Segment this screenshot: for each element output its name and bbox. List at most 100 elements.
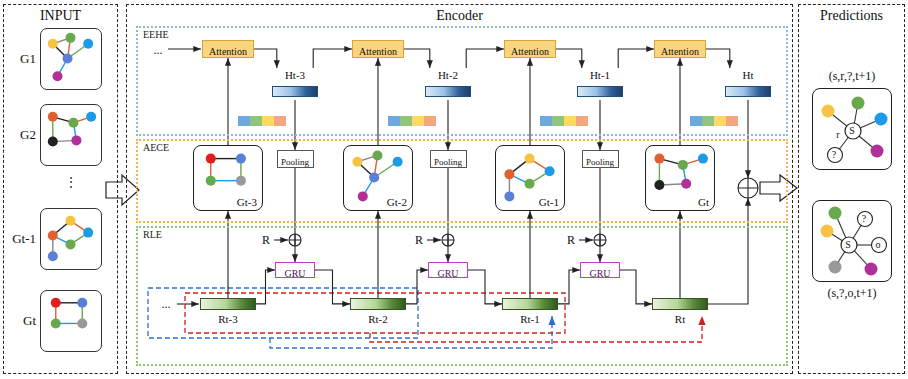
node-label: Rt-2 xyxy=(368,312,388,326)
flow-arrow xyxy=(404,49,430,68)
node-label: Pooling xyxy=(434,157,462,167)
relation-vector: Rt-1 xyxy=(502,298,558,326)
flow-arrow xyxy=(558,270,580,304)
flow-arrow xyxy=(377,211,378,298)
vector-bar xyxy=(425,86,471,97)
subject-symbol: S xyxy=(849,124,855,137)
eehe-band: EEHE AttentionHt-3 AttentionHt-2 AttentionH… xyxy=(136,26,788,136)
graph-illustration xyxy=(41,105,100,164)
input-symbol: R xyxy=(415,234,423,247)
node-label: GRU xyxy=(589,268,610,279)
aece-band: AECE Gt-3 Pooling Gt-2 PoolingGt-1 PoolingGt xyxy=(136,139,788,223)
node-label: G1 xyxy=(20,51,36,67)
node-label: Gt-1 xyxy=(539,196,559,208)
node-label: GRU xyxy=(437,268,458,279)
node-label: Encoder xyxy=(127,8,792,24)
relation-symbol: r xyxy=(836,128,839,141)
flow-arrow xyxy=(294,100,295,150)
node-label: RLE xyxy=(143,229,162,240)
hidden-vector: Ht xyxy=(722,68,774,100)
flow-arrow xyxy=(313,49,352,68)
output-arrow xyxy=(760,175,797,201)
node-label: Ht xyxy=(743,68,754,82)
input-symbol: R xyxy=(262,234,270,247)
node-label: Attention xyxy=(511,46,549,57)
flow-arrow xyxy=(468,270,502,304)
hidden-vector: Ht-2 xyxy=(422,68,474,100)
graph-illustration xyxy=(41,29,100,88)
flow-arrow xyxy=(466,49,504,68)
snapshot-graph: Gt-2 xyxy=(343,145,413,211)
flow-arrow xyxy=(599,168,600,262)
vector-bar xyxy=(200,298,256,310)
node-label: Pooling xyxy=(586,157,614,167)
pooling-box: Pooling xyxy=(582,150,619,168)
attention-box: Attention xyxy=(504,40,556,58)
flow-arrow xyxy=(227,58,228,145)
node-label: Pooling xyxy=(281,157,309,167)
query-symbol: ? xyxy=(832,148,836,161)
query-symbol: ? xyxy=(862,212,866,225)
node-label: Attention xyxy=(661,46,699,57)
gru-box: GRU xyxy=(428,262,468,278)
node-label: Rt xyxy=(675,312,685,326)
flow-arrow xyxy=(599,100,600,150)
flow-arrow xyxy=(618,49,654,68)
ellipsis: ⋮ xyxy=(65,176,77,189)
node-label: Gt-1 xyxy=(12,231,36,247)
node-label: EEHE xyxy=(143,29,169,40)
node-label: Predictions xyxy=(799,8,904,24)
pooling-box: Pooling xyxy=(430,150,467,168)
snapshot-graph: Gt-3 xyxy=(193,145,263,211)
flow-arrow xyxy=(227,211,228,298)
node-label: Ht-2 xyxy=(438,68,458,82)
node-label: Ht-3 xyxy=(285,68,305,82)
attention-box: Attention xyxy=(352,40,404,58)
encoder-panel: EncoderEEHE AttentionHt-3 AttentionHt-2 Att… xyxy=(126,4,793,374)
hidden-vector: Ht-3 xyxy=(269,68,321,100)
attention-box: Attention xyxy=(654,40,706,58)
node-label: INPUT xyxy=(4,8,117,24)
node-label: Gt-3 xyxy=(237,196,257,208)
node-label: Attention xyxy=(359,46,397,57)
vector-bar xyxy=(652,298,708,310)
node-label: (s,?,o,t+1) xyxy=(827,286,876,301)
attention-box: Attention xyxy=(202,40,254,58)
flow-arrow xyxy=(315,270,350,304)
flow-arrow xyxy=(406,270,428,304)
input-graph: G2 xyxy=(40,104,102,166)
flow-arrow xyxy=(529,58,530,145)
subject-symbol: S xyxy=(845,238,851,251)
snapshot-graph: Gt-1 xyxy=(495,145,565,211)
input-graph: Gt-1 xyxy=(40,208,102,270)
ellipsis: ... xyxy=(162,298,171,311)
input-graph: Gt xyxy=(40,290,102,352)
node-label: AECE xyxy=(143,142,169,153)
node-label: Gt xyxy=(698,196,709,208)
graph-illustration xyxy=(41,291,100,350)
flow-arrow xyxy=(377,58,378,145)
rle-band: RLE GRU GRU GRU Rt-3 Rt-2 Rt-1 Rt xyxy=(136,226,788,366)
input-graph: G1 xyxy=(40,28,102,90)
relation-vector: Rt-3 xyxy=(200,298,256,326)
node-label: GRU xyxy=(284,268,305,279)
object-symbol: o xyxy=(876,238,881,251)
ellipsis: ... xyxy=(154,44,163,57)
flow-arrow xyxy=(620,270,652,304)
flow-arrow xyxy=(294,168,295,262)
history-windows xyxy=(148,288,702,348)
flow-arrow xyxy=(447,168,448,262)
gru-box: GRU xyxy=(580,262,620,278)
relation-vector: Rt-2 xyxy=(350,298,406,326)
hidden-vector: Ht-1 xyxy=(574,68,626,100)
node-label: Gt xyxy=(23,313,36,329)
flow-arrow xyxy=(256,270,275,304)
node-label: Rt-3 xyxy=(218,312,238,326)
node-label: Rt-1 xyxy=(520,312,540,326)
node-label: (s,r,?,t+1) xyxy=(829,69,876,84)
flow-arrow xyxy=(254,49,277,68)
vector-bar xyxy=(577,86,623,97)
lead-arrows xyxy=(168,49,748,304)
flow-arrow xyxy=(679,211,680,298)
